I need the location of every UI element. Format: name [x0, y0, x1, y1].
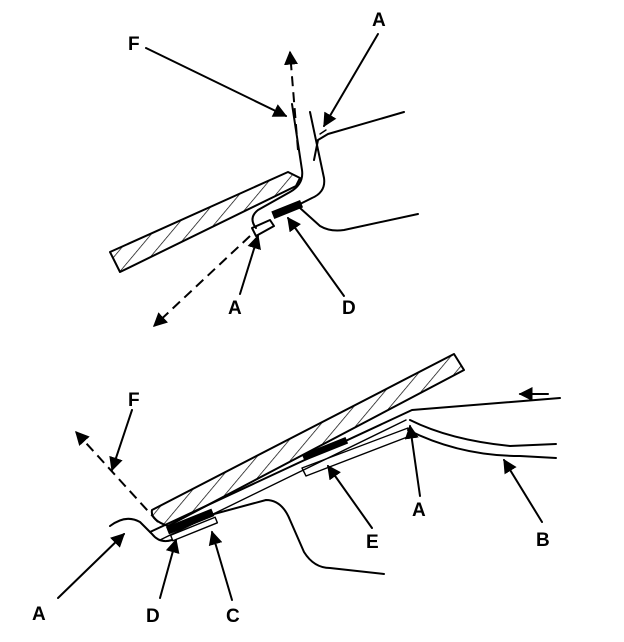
- bottom-d-leader: [159, 538, 180, 599]
- bottom-windshield-glass: [150, 353, 465, 527]
- bottom-adhesive-strip-d: [165, 508, 215, 535]
- bottom-b-leader: [503, 458, 543, 523]
- bottom-c-leader: [208, 530, 233, 601]
- bottom-f-direction-line: [75, 430, 159, 523]
- bottom-left-lip: [109, 517, 173, 543]
- top-label-d: D: [342, 298, 356, 319]
- bottom-label-e: E: [366, 532, 379, 553]
- bottom-lower-panel-2: [407, 429, 557, 459]
- top-adhesive-strip: [271, 199, 304, 219]
- top-a-lower-leader: [239, 234, 261, 295]
- top-f-direction-line-lower: [152, 235, 251, 327]
- top-label-a: A: [372, 10, 386, 31]
- bottom-flange: [213, 499, 385, 575]
- top-f-direction-line: [284, 50, 299, 151]
- top-label-a-lower: A: [228, 298, 242, 319]
- bottom-label-f: F: [128, 390, 140, 411]
- bottom-label-d: D: [146, 606, 160, 627]
- bottom-a-left-leader: [57, 533, 126, 599]
- top-f-leader: [145, 47, 288, 117]
- top-a-leader: [323, 33, 379, 128]
- top-lower-panel: [299, 207, 419, 232]
- bottom-e-leader: [327, 464, 373, 529]
- top-section-diagram: F A A D: [109, 10, 419, 327]
- top-windshield-glass: [109, 171, 301, 273]
- top-roof-panel-lip: [319, 129, 327, 135]
- top-label-f: F: [128, 34, 140, 55]
- bottom-f-leader: [109, 409, 133, 472]
- top-body-panel-outer: [275, 111, 326, 217]
- bottom-section-diagram: F A D C E A B: [32, 353, 561, 627]
- top-molding-clip: [251, 219, 275, 237]
- top-roof-panel: [313, 111, 405, 161]
- bottom-a-right-leader: [404, 424, 421, 497]
- top-body-panel: [251, 103, 304, 229]
- bottom-inner-panel: [149, 397, 561, 533]
- bottom-label-b: B: [536, 530, 550, 551]
- bottom-label-c: C: [226, 606, 240, 627]
- bottom-spacer-e: [301, 436, 349, 462]
- bottom-lower-panel: [409, 419, 557, 447]
- bottom-label-a-right: A: [412, 500, 426, 521]
- bottom-spacer-c: [169, 516, 219, 542]
- top-d-leader: [287, 216, 345, 297]
- bottom-label-a-left: A: [32, 604, 46, 625]
